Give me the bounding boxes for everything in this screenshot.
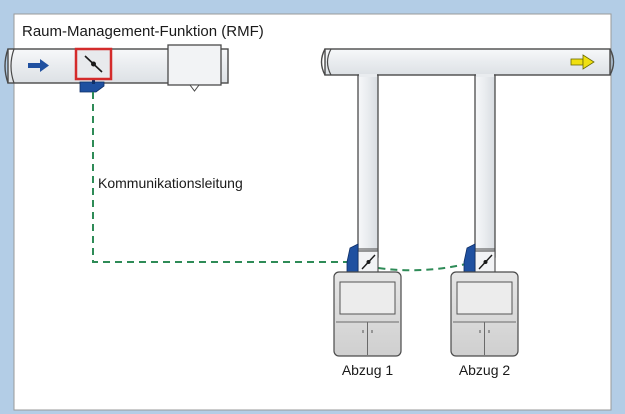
exhaust-drop-2	[474, 74, 496, 258]
exhaust-drop-1	[357, 74, 379, 258]
exhaust-flow-arrow-icon	[570, 54, 595, 70]
hood-2-damper	[474, 250, 496, 274]
exhaust-duct	[320, 48, 615, 76]
controller-box	[167, 44, 222, 92]
actuator-icon	[79, 80, 105, 93]
hood-1-actuator-icon	[346, 243, 359, 273]
hood-1-label: Abzug 1	[342, 362, 394, 378]
fume-hood-1	[333, 271, 402, 357]
supply-flow-arrow-icon	[28, 59, 49, 72]
communication-label: Kommunikationsleitung	[98, 175, 243, 191]
hood-1-damper	[357, 250, 379, 274]
hood-2-label: Abzug 2	[459, 362, 511, 378]
rmf-damper	[74, 47, 113, 81]
fume-hood-2	[450, 271, 519, 357]
hood-2-actuator-icon	[463, 243, 476, 273]
diagram-title: Raum-Management-Funktion (RMF)	[22, 23, 264, 40]
